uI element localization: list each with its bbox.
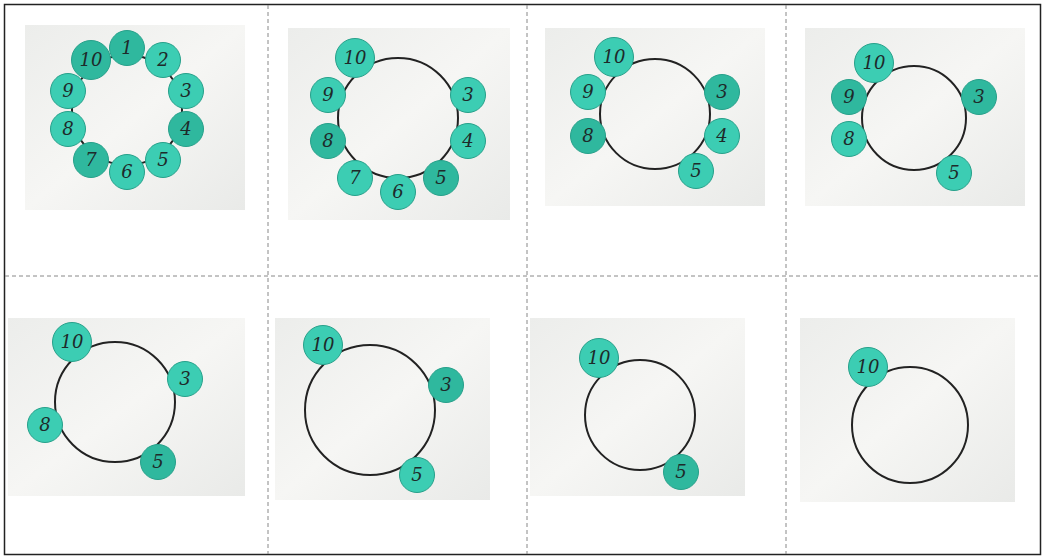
number-disc: 7 [337,160,373,196]
disc-number: 5 [152,453,163,471]
number-disc: 10 [335,38,375,78]
number-disc: 8 [310,123,346,159]
disc-number: 9 [843,88,854,106]
disc-number: 5 [675,463,686,481]
number-disc: 5 [678,153,714,189]
disc-number: 6 [392,183,403,201]
number-disc: 1 [109,30,145,66]
number-disc: 2 [145,42,181,78]
number-disc: 6 [109,154,145,190]
disc-number: 4 [462,132,473,150]
disc-number: 1 [121,39,132,57]
number-disc: 3 [168,73,204,109]
disc-number: 9 [582,83,593,101]
number-disc: 5 [399,457,435,493]
disc-number: 10 [80,51,103,69]
disc-number: 8 [39,416,50,434]
number-disc: 3 [428,367,464,403]
disc-number: 10 [344,49,367,67]
number-disc: 9 [310,77,346,113]
disc-number: 6 [121,163,132,181]
number-disc: 5 [140,444,176,480]
disc-number: 3 [716,83,727,101]
disc-number: 10 [61,333,84,351]
disc-number: 3 [180,82,191,100]
disc-number: 8 [843,130,854,148]
number-disc: 4 [704,118,740,154]
disc-number: 10 [857,358,880,376]
number-disc: 10 [303,325,343,365]
number-disc: 4 [168,111,204,147]
disc-number: 4 [716,127,727,145]
number-disc: 8 [570,118,606,154]
number-disc: 5 [423,160,459,196]
number-disc: 10 [52,322,92,362]
number-disc: 3 [450,77,486,113]
disc-number: 2 [157,51,168,69]
number-disc: 6 [380,174,416,210]
disc-number: 10 [312,336,335,354]
number-disc: 3 [704,74,740,110]
number-disc: 7 [73,142,109,178]
number-disc: 5 [936,155,972,191]
number-disc: 10 [594,37,634,77]
number-disc: 10 [854,43,894,83]
number-disc: 9 [570,74,606,110]
number-disc: 8 [27,407,63,443]
disc-number: 5 [690,162,701,180]
disc-number: 8 [582,127,593,145]
disc-number: 5 [411,466,422,484]
number-disc: 9 [831,79,867,115]
disc-number: 9 [62,82,73,100]
number-disc: 8 [831,121,867,157]
disc-number: 3 [179,370,190,388]
disc-number: 10 [588,349,611,367]
disc-number: 5 [435,169,446,187]
disc-number: 7 [349,169,360,187]
number-disc: 3 [167,361,203,397]
disc-number: 4 [180,120,191,138]
number-disc: 3 [961,79,997,115]
number-disc: 10 [848,347,888,387]
disc-number: 3 [440,376,451,394]
disc-number: 8 [62,120,73,138]
disc-number: 9 [322,86,333,104]
disc-number: 7 [85,151,96,169]
disc-number: 10 [863,54,886,72]
disc-number: 3 [462,86,473,104]
number-disc: 10 [71,40,111,80]
number-disc: 4 [450,123,486,159]
disc-number: 3 [973,88,984,106]
number-disc: 5 [663,454,699,490]
disc-number: 10 [603,48,626,66]
disc-number: 5 [948,164,959,182]
number-disc: 10 [579,338,619,378]
disc-number: 5 [157,151,168,169]
number-disc: 9 [50,73,86,109]
number-disc: 5 [145,142,181,178]
number-disc: 8 [50,111,86,147]
disc-number: 8 [322,132,333,150]
